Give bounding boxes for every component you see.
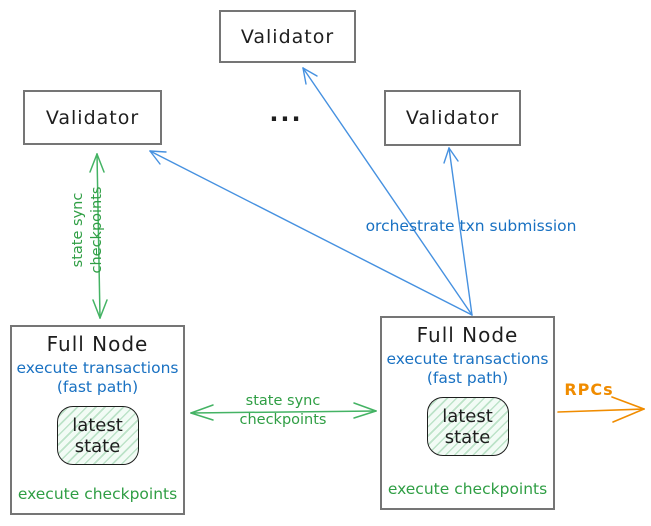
validator-box-left: Validator [23, 90, 162, 145]
full-node-left-title: Full Node [46, 332, 149, 356]
validator-box-top: Validator [219, 10, 356, 63]
validator-box-right: Validator [384, 90, 521, 146]
rpcs-arrow [557, 396, 645, 423]
latest-state-right-line1: latest [442, 405, 493, 427]
full-node-left-exec-line2: (fast path) [56, 378, 139, 396]
orchestrate-arrow-to-right-validator [443, 147, 473, 316]
rpcs-label: RPCs [564, 380, 614, 399]
orchestrate-arrow-to-left-validator [149, 150, 473, 316]
latest-state-left-line2: state [74, 435, 121, 457]
full-node-right-box: Full Node execute transactions (fast pat… [380, 316, 555, 510]
full-node-left-box: Full Node execute transactions (fast pat… [10, 325, 185, 515]
state-sync-horizontal-arrow [190, 402, 377, 421]
validator-top-label: Validator [240, 25, 335, 48]
state-sync-horizontal-line1: state sync [245, 393, 321, 409]
latest-state-box-left: latest state [56, 406, 139, 465]
orchestrate-label: orchestrate txn submission [365, 217, 577, 235]
full-node-right-title: Full Node [416, 323, 519, 347]
full-node-right-footer: execute checkpoints [387, 480, 548, 498]
validator-right-label: Validator [405, 107, 500, 129]
full-node-left-exec-line1: execute transactions [16, 359, 179, 377]
validator-left-label: Validator [45, 106, 140, 129]
validators-ellipsis: ... [269, 99, 303, 127]
orchestrate-arrow-to-top-validator [302, 67, 473, 316]
state-sync-horizontal-line2: checkpoints [239, 412, 327, 428]
full-node-left-footer: execute checkpoints [17, 485, 178, 503]
latest-state-right-line2: state [444, 426, 491, 448]
latest-state-box-right: latest state [426, 397, 509, 456]
state-sync-vertical-label: state sync checkpoints [69, 175, 113, 285]
full-node-right-exec-line1: execute transactions [386, 350, 549, 368]
state-sync-vertical-arrow [89, 153, 108, 319]
state-sync-vertical-line2: checkpoints [89, 186, 105, 274]
latest-state-left-line1: latest [72, 414, 123, 436]
full-node-right-exec-line2: (fast path) [426, 369, 509, 387]
state-sync-horizontal-label: state sync checkpoints [213, 392, 353, 432]
state-sync-vertical-line1: state sync [70, 192, 86, 268]
